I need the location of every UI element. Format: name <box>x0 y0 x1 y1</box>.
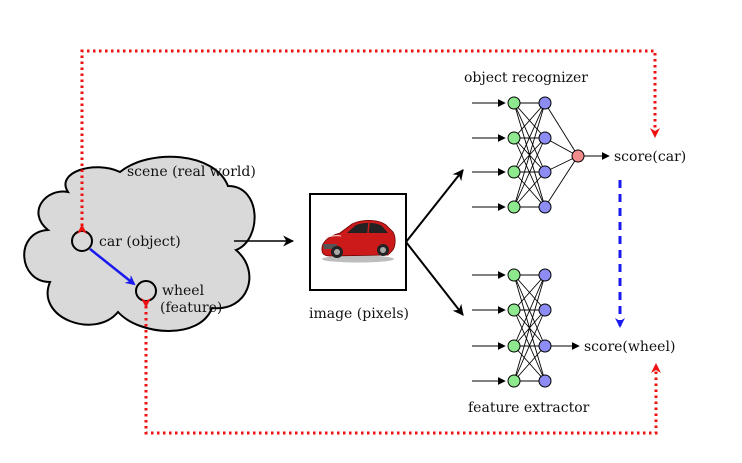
recognizer-input-arrows <box>472 99 506 211</box>
feature-extractor-label: feature extractor <box>468 400 590 416</box>
car-object-label: car (object) <box>99 234 181 250</box>
score-wheel-label: score(wheel) <box>584 339 675 355</box>
extractor-connections <box>513 274 546 382</box>
object-recognizer-network <box>472 96 610 214</box>
feature-extractor-network <box>472 268 580 388</box>
object-recognizer-label: object recognizer <box>464 70 588 86</box>
wheel-feature-label: (feature) <box>160 300 222 316</box>
image-label: image (pixels) <box>309 306 409 322</box>
recognizer-output-node <box>571 149 585 163</box>
image-to-extractor-arrow <box>405 241 464 316</box>
car-to-wheel-arrow <box>89 248 136 286</box>
recognizer-connections <box>513 102 579 208</box>
scene-label: scene (real world) <box>127 164 256 180</box>
image-to-recognizer-arrow <box>405 169 464 243</box>
wheel-label: wheel <box>162 283 205 299</box>
extractor-input-arrows <box>472 271 506 385</box>
score-car-label: score(car) <box>614 149 686 165</box>
extractor-output-node <box>538 339 552 353</box>
